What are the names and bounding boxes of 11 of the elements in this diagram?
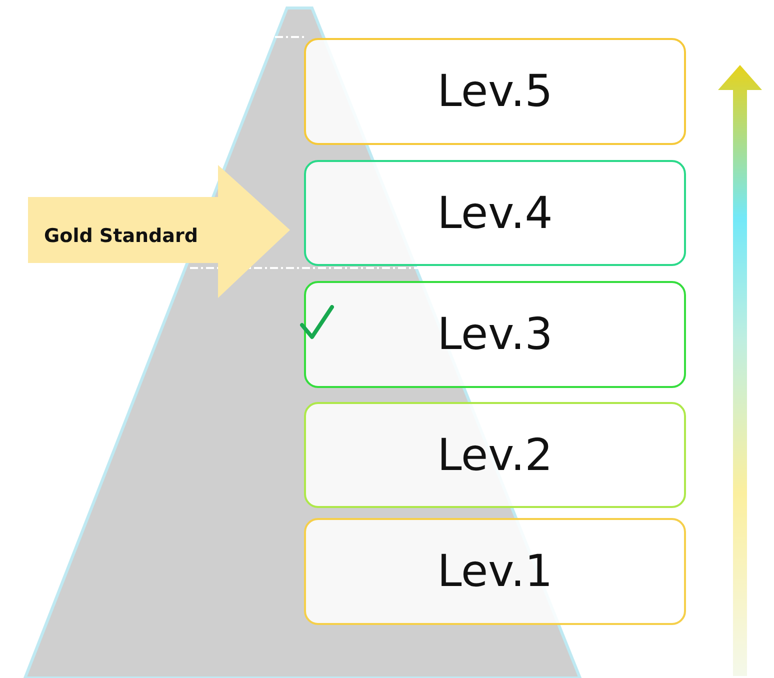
level-box [304, 38, 686, 145]
level-label: Lev.4 [437, 188, 553, 238]
level-label: Lev.3 [437, 309, 553, 360]
arrow-label: Gold Standard [44, 224, 198, 246]
level-box [304, 518, 686, 625]
level-label: Lev.1 [437, 546, 553, 597]
level-box [304, 160, 686, 266]
level-label: Lev.5 [437, 66, 553, 117]
level-label: Lev.2 [437, 430, 553, 480]
block-arrow [28, 165, 290, 298]
level-box [304, 402, 686, 508]
